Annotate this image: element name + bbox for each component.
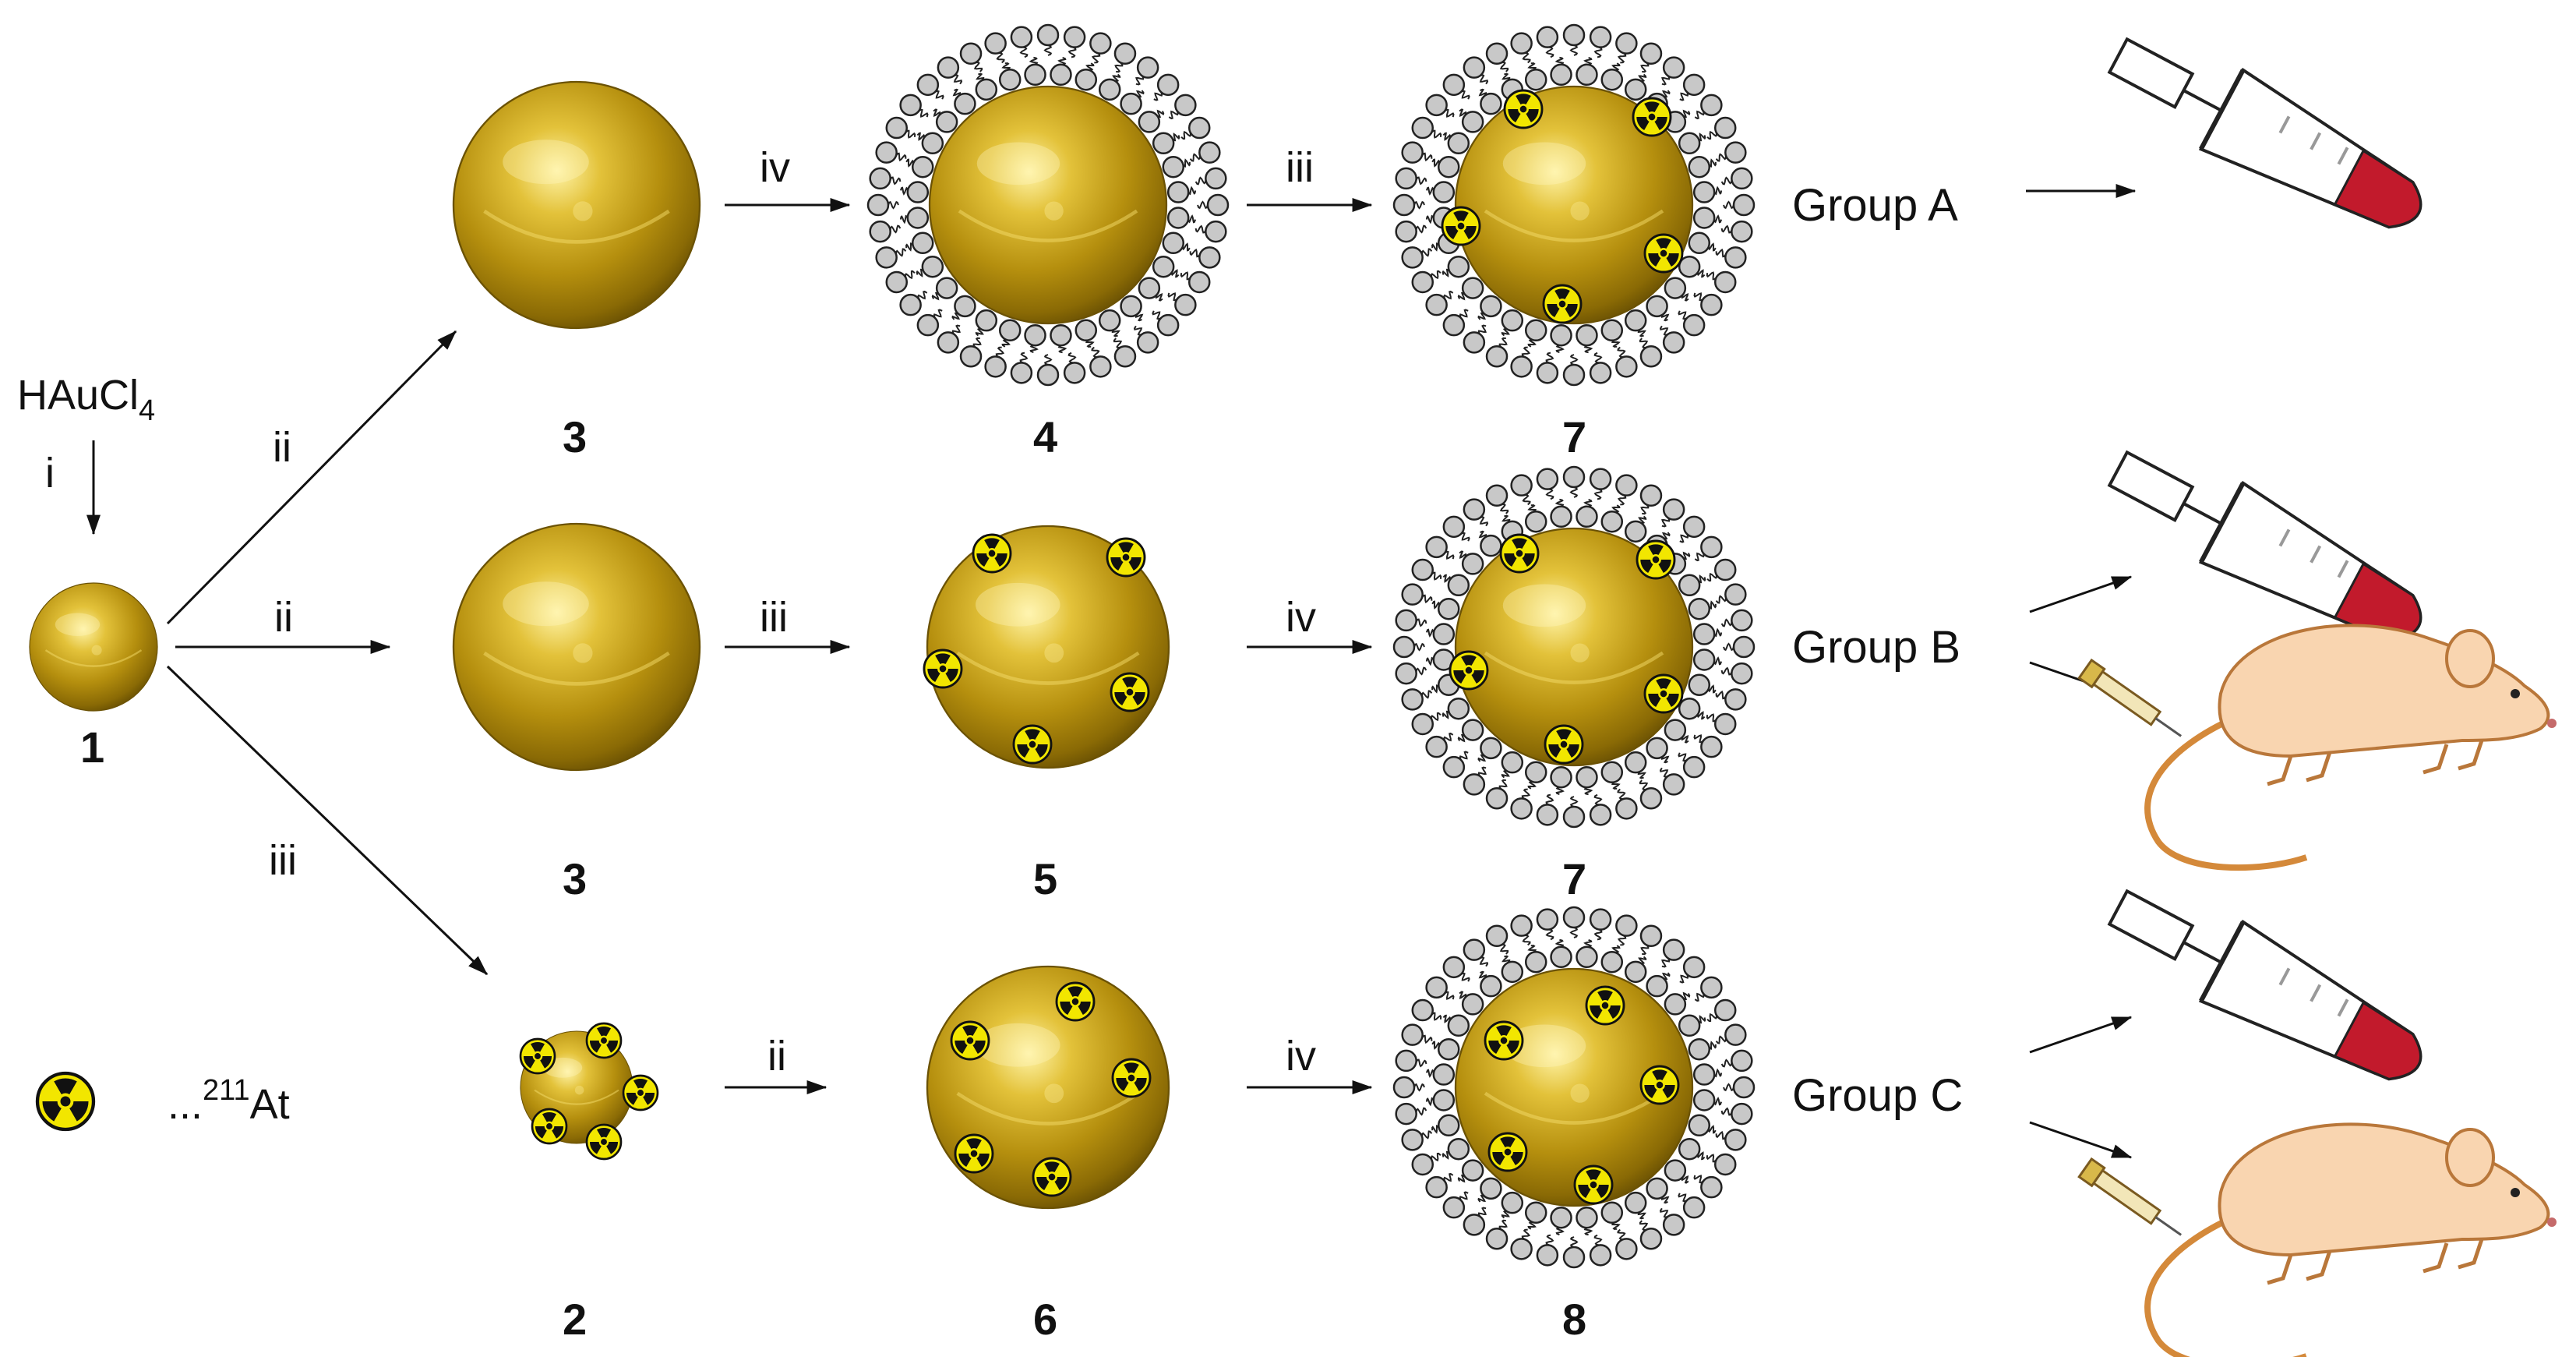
radiation-symbol-icon [1585,985,1625,1026]
group-label-b: Group B [1792,622,1960,673]
arrow-ii-up [166,330,457,625]
radiation-symbol-icon [1643,233,1684,274]
compound-number-7-row2: 7 [1562,854,1586,903]
legend-prefix: ... [168,1081,203,1128]
radiation-symbol-icon [1012,724,1053,765]
radiation-symbol-icon [950,1020,990,1061]
gold-nanoparticle-5 [926,525,1170,769]
gold-nanoparticle-3-row2 [452,522,701,772]
liposome-4 [866,23,1230,387]
compound-number-8: 8 [1562,1295,1586,1344]
step-label-iii-row1: iii [1286,144,1314,191]
step-label-i: i [45,450,55,497]
step-label-iii-down: iii [269,837,297,884]
mouse-icon-group-c [2077,1122,2557,1357]
arrow-group-c-tube [2029,1016,2133,1054]
mouse-icon-group-b [2077,624,2557,871]
gold-nanoparticle-7-core-row1 [1454,85,1694,325]
radiation-symbol-icon [972,533,1012,574]
legend-superscript: 211 [203,1074,250,1107]
precursor-formula-subscript: 4 [139,394,155,427]
radiation-symbol-icon [585,1022,623,1059]
liposome-7-row1 [1392,23,1756,387]
compound-number-5: 5 [1033,854,1057,903]
group-label-c: Group C [1792,1070,1963,1121]
radiation-symbol-icon [1503,89,1544,129]
radiation-symbol-icon [1055,981,1096,1022]
step-label-ii-up: ii [273,424,291,471]
compound-number-6: 6 [1033,1295,1057,1344]
compound-number-3-row1: 3 [563,412,587,461]
legend-radiation-symbol-icon [35,1071,96,1132]
radiation-symbol-icon [1110,672,1150,712]
arrow-group-c-mouse [2029,1121,2133,1159]
gold-nanoparticle-3-row1 [452,80,701,330]
step-label-ii-mid: ii [274,594,293,641]
radiation-symbol-icon [622,1074,659,1111]
liposome-8 [1392,906,1756,1269]
blood-tube-icon-group-b [2107,450,2422,642]
step-label-iv-row1: iv [760,144,790,191]
radiation-symbol-icon [1441,206,1481,246]
radiation-symbol-icon [1449,650,1489,691]
gold-nanoparticle-4-core [928,85,1168,325]
group-label-a: Group A [1792,180,1958,231]
blood-tube-icon-group-c [2107,889,2422,1081]
radiation-symbol-icon [531,1108,568,1145]
radiation-symbol-icon [585,1123,623,1161]
radiation-symbol-icon [1487,1132,1528,1172]
radiation-symbol-icon [923,648,963,689]
blood-tube-icon-group-a [2107,37,2422,229]
compound-number-4: 4 [1033,412,1057,461]
syringe-icon [2077,1157,2183,1236]
step-labels: i ii ii iii iv iii iii iv ii iv [45,144,1316,1080]
radiation-symbol-icon [1111,1058,1152,1098]
radiation-symbol-icon [1032,1157,1072,1197]
compound-numbers: 1 3 4 7 3 5 7 2 6 8 [80,412,1586,1344]
arrow-iii-down [166,665,489,976]
precursor-formula: HAuCl4 [17,372,155,427]
arrow-group-b-tube [2029,575,2133,613]
radiation-symbol-icon [1573,1164,1614,1205]
radiation-symbol-icon [1484,1020,1524,1061]
step-label-iv-row3: iv [1286,1033,1316,1080]
precursor-formula-main: HAuCl [17,372,139,419]
group-labels: Group A Group B Group C [1792,180,1963,1121]
gold-nanoparticle-1 [29,582,158,712]
arrows [86,184,2137,1159]
radiation-symbol-icon [1643,673,1684,714]
radiation-symbol-icon [1544,724,1584,765]
step-label-ii-row3: ii [768,1033,786,1080]
syringe-icon [2077,658,2183,737]
compound-number-1: 1 [80,723,104,772]
legend-element: At [250,1081,290,1128]
radiation-symbol-icon [1639,1065,1680,1105]
gold-nanoparticle-7-core-row2 [1454,527,1694,767]
radiation-symbol-icon [519,1037,556,1075]
radiation-symbol-icon [1636,539,1676,580]
compound-number-3-row2: 3 [563,854,587,903]
radiation-symbol-icon [1542,284,1583,324]
radiation-symbol-icon [954,1133,994,1174]
legend-label: ...211At [168,1074,290,1128]
step-label-iv-row2: iv [1286,594,1316,641]
radiation-symbol-icon [1106,537,1146,578]
compound-number-2: 2 [563,1295,587,1344]
compound-number-7-row1: 7 [1562,412,1586,461]
step-label-iii-row2: iii [760,594,788,641]
radiation-symbol-icon [1499,533,1540,574]
radiation-symbol-icon [1632,97,1672,137]
